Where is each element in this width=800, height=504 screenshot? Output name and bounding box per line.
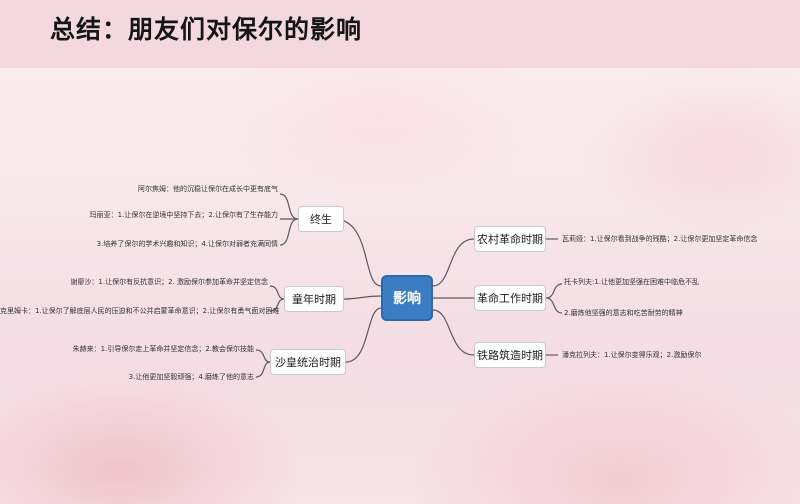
connector-tielu — [432, 309, 475, 356]
leaf-geming-2: 2.磨炼他坚强的意志和吃苦耐劳的精神 — [564, 309, 683, 317]
connector-leaf-zs-1 — [279, 193, 299, 220]
central-node: 影响 — [381, 275, 433, 321]
leaf-zhongsheng-1: 阿尔焦姆：他的沉稳让保尔在成长中更有底气 — [138, 185, 278, 193]
connector-tongnian — [343, 295, 382, 300]
branch-node-tielu: 铁路筑造时期 — [474, 342, 546, 368]
connector-leaf-zs-3 — [279, 218, 299, 246]
branch-node-geming: 革命工作时期 — [474, 285, 546, 311]
leaf-shahuang-2: 3.让他更加坚毅顽强；4.磨练了他的意志 — [128, 373, 254, 381]
branch-node-shahuang: 沙皇统治时期 — [270, 349, 346, 375]
leaf-geming-1: 托卡列夫:1.让他更加坚强在困难中临危不乱 — [564, 278, 700, 286]
branch-node-zhongsheng: 终生 — [298, 206, 344, 232]
page-title: 总结：朋友们对保尔的影响 — [50, 15, 363, 44]
header-bar: 总结：朋友们对保尔的影响 — [0, 0, 800, 68]
leaf-tongnian-1: 谢廖沙：1.让保尔有反抗意识；2. 激励保尔参加革命并坚定信念 — [70, 278, 268, 286]
connector-leaf-tn-2 — [269, 298, 285, 312]
connector-leaf-gm-1 — [545, 283, 563, 299]
leaf-shahuang-1: 朱赫来：1.引导保尔走上革命并坚定信念；2.教会保尔技能 — [72, 345, 254, 353]
leaf-tielu-1: 潘克拉列夫：1.让保尔变得乐观；2.激励保尔 — [562, 351, 702, 359]
connector-leaf-sh-1 — [255, 349, 271, 363]
leaf-nongcun-1: 瓦莉娅：1.让保尔看到战争的残酷；2.让保尔更加坚定革命信念 — [562, 235, 758, 243]
connector-leaf-gm-2 — [545, 297, 563, 314]
connector-leaf-tn-1 — [269, 285, 285, 300]
connector-zhongsheng — [333, 218, 382, 287]
connector-shahuang — [345, 307, 382, 363]
connector-nongcun — [432, 238, 475, 287]
leaf-tongnian-2: 克里姆卡：1.让保尔了解底层人民的压迫和不公并启蒙革命意识；2.让保尔有勇气面对… — [0, 307, 280, 315]
branch-node-nongcun: 农村革命时期 — [474, 226, 546, 252]
branch-node-tongnian: 童年时期 — [284, 286, 344, 312]
leaf-zhongsheng-3: 3.培养了保尔的学术兴趣和知识；4.让保尔对弱者充满同情 — [96, 240, 278, 248]
leaf-zhongsheng-2: 玛丽亚：1.让保尔在逆境中坚持下去；2.让保尔有了生存能力 — [89, 211, 278, 219]
connector-leaf-sh-2 — [255, 361, 271, 378]
